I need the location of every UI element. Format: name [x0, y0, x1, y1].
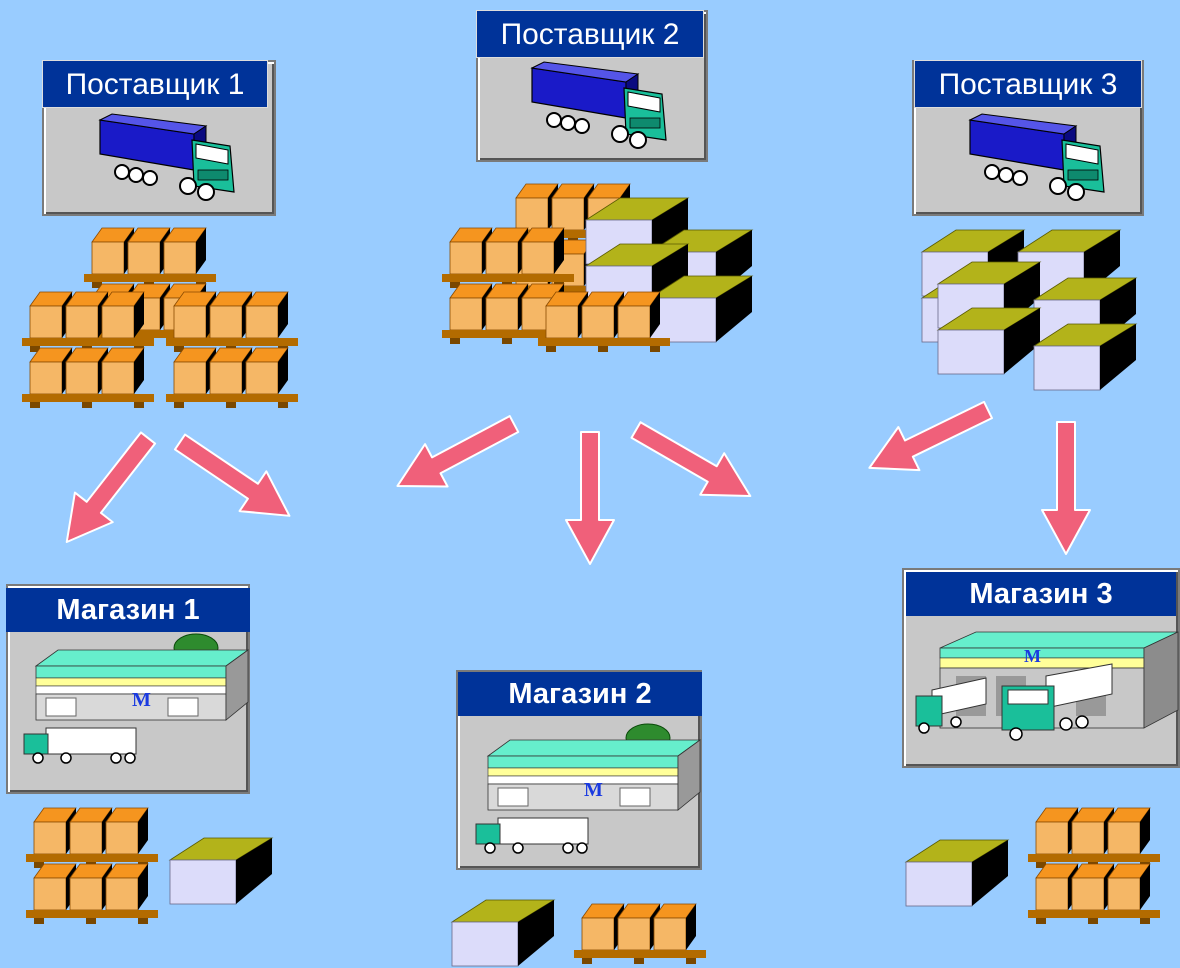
arrow-s3-to-m2 — [859, 388, 999, 489]
arrow-s1-to-m2 — [167, 422, 303, 536]
store-sign: M — [1024, 646, 1041, 666]
arrow-s3-to-m3 — [1042, 422, 1090, 554]
store-sign: M — [584, 779, 603, 801]
lavender-box-icon — [170, 838, 272, 904]
arrow-s2-to-m1 — [386, 403, 525, 507]
store-3-label: Магазин 3 — [906, 572, 1176, 616]
orange-pallet-icon — [1028, 808, 1160, 924]
orange-pallet-icon — [26, 808, 158, 924]
arrow-s2-to-m2 — [566, 432, 614, 564]
arrow-s1-to-m1 — [48, 423, 167, 557]
small-shop-icon: M — [36, 636, 248, 766]
arrow-s2-to-m3 — [624, 409, 762, 517]
store-3-goods — [904, 808, 1174, 924]
store-1-label: Магазин 1 — [6, 588, 250, 632]
lavender-box-icon — [906, 840, 1008, 906]
store-2-label: Магазин 2 — [458, 672, 702, 716]
lavender-box-icon — [452, 900, 554, 966]
store-2-goods — [452, 898, 722, 968]
store-1-goods — [24, 808, 294, 924]
warehouse-icon: M — [916, 626, 1178, 766]
store-sign: M — [132, 689, 151, 711]
orange-pallet-icon — [574, 904, 706, 964]
small-shop-icon: M — [488, 726, 700, 856]
